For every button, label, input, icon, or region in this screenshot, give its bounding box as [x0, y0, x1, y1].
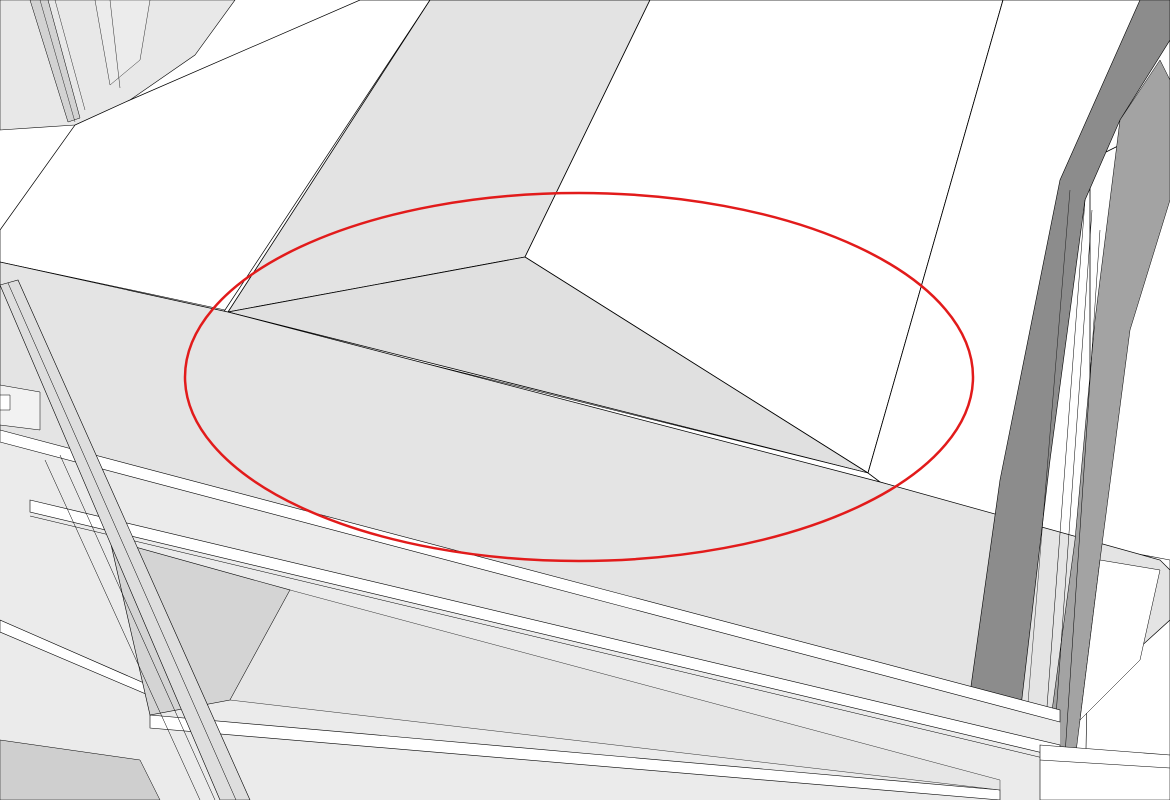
markup-highlight-ellipse[interactable] [183, 191, 975, 563]
floor-band-3 [149, 714, 1001, 800]
floor-band-1 [0, 429, 1061, 723]
roof-face-front [227, 256, 869, 474]
lower-facade [0, 279, 1061, 800]
lower-right-details [1039, 559, 1170, 800]
background-glass-tower [0, 0, 236, 131]
column-left [0, 279, 251, 800]
